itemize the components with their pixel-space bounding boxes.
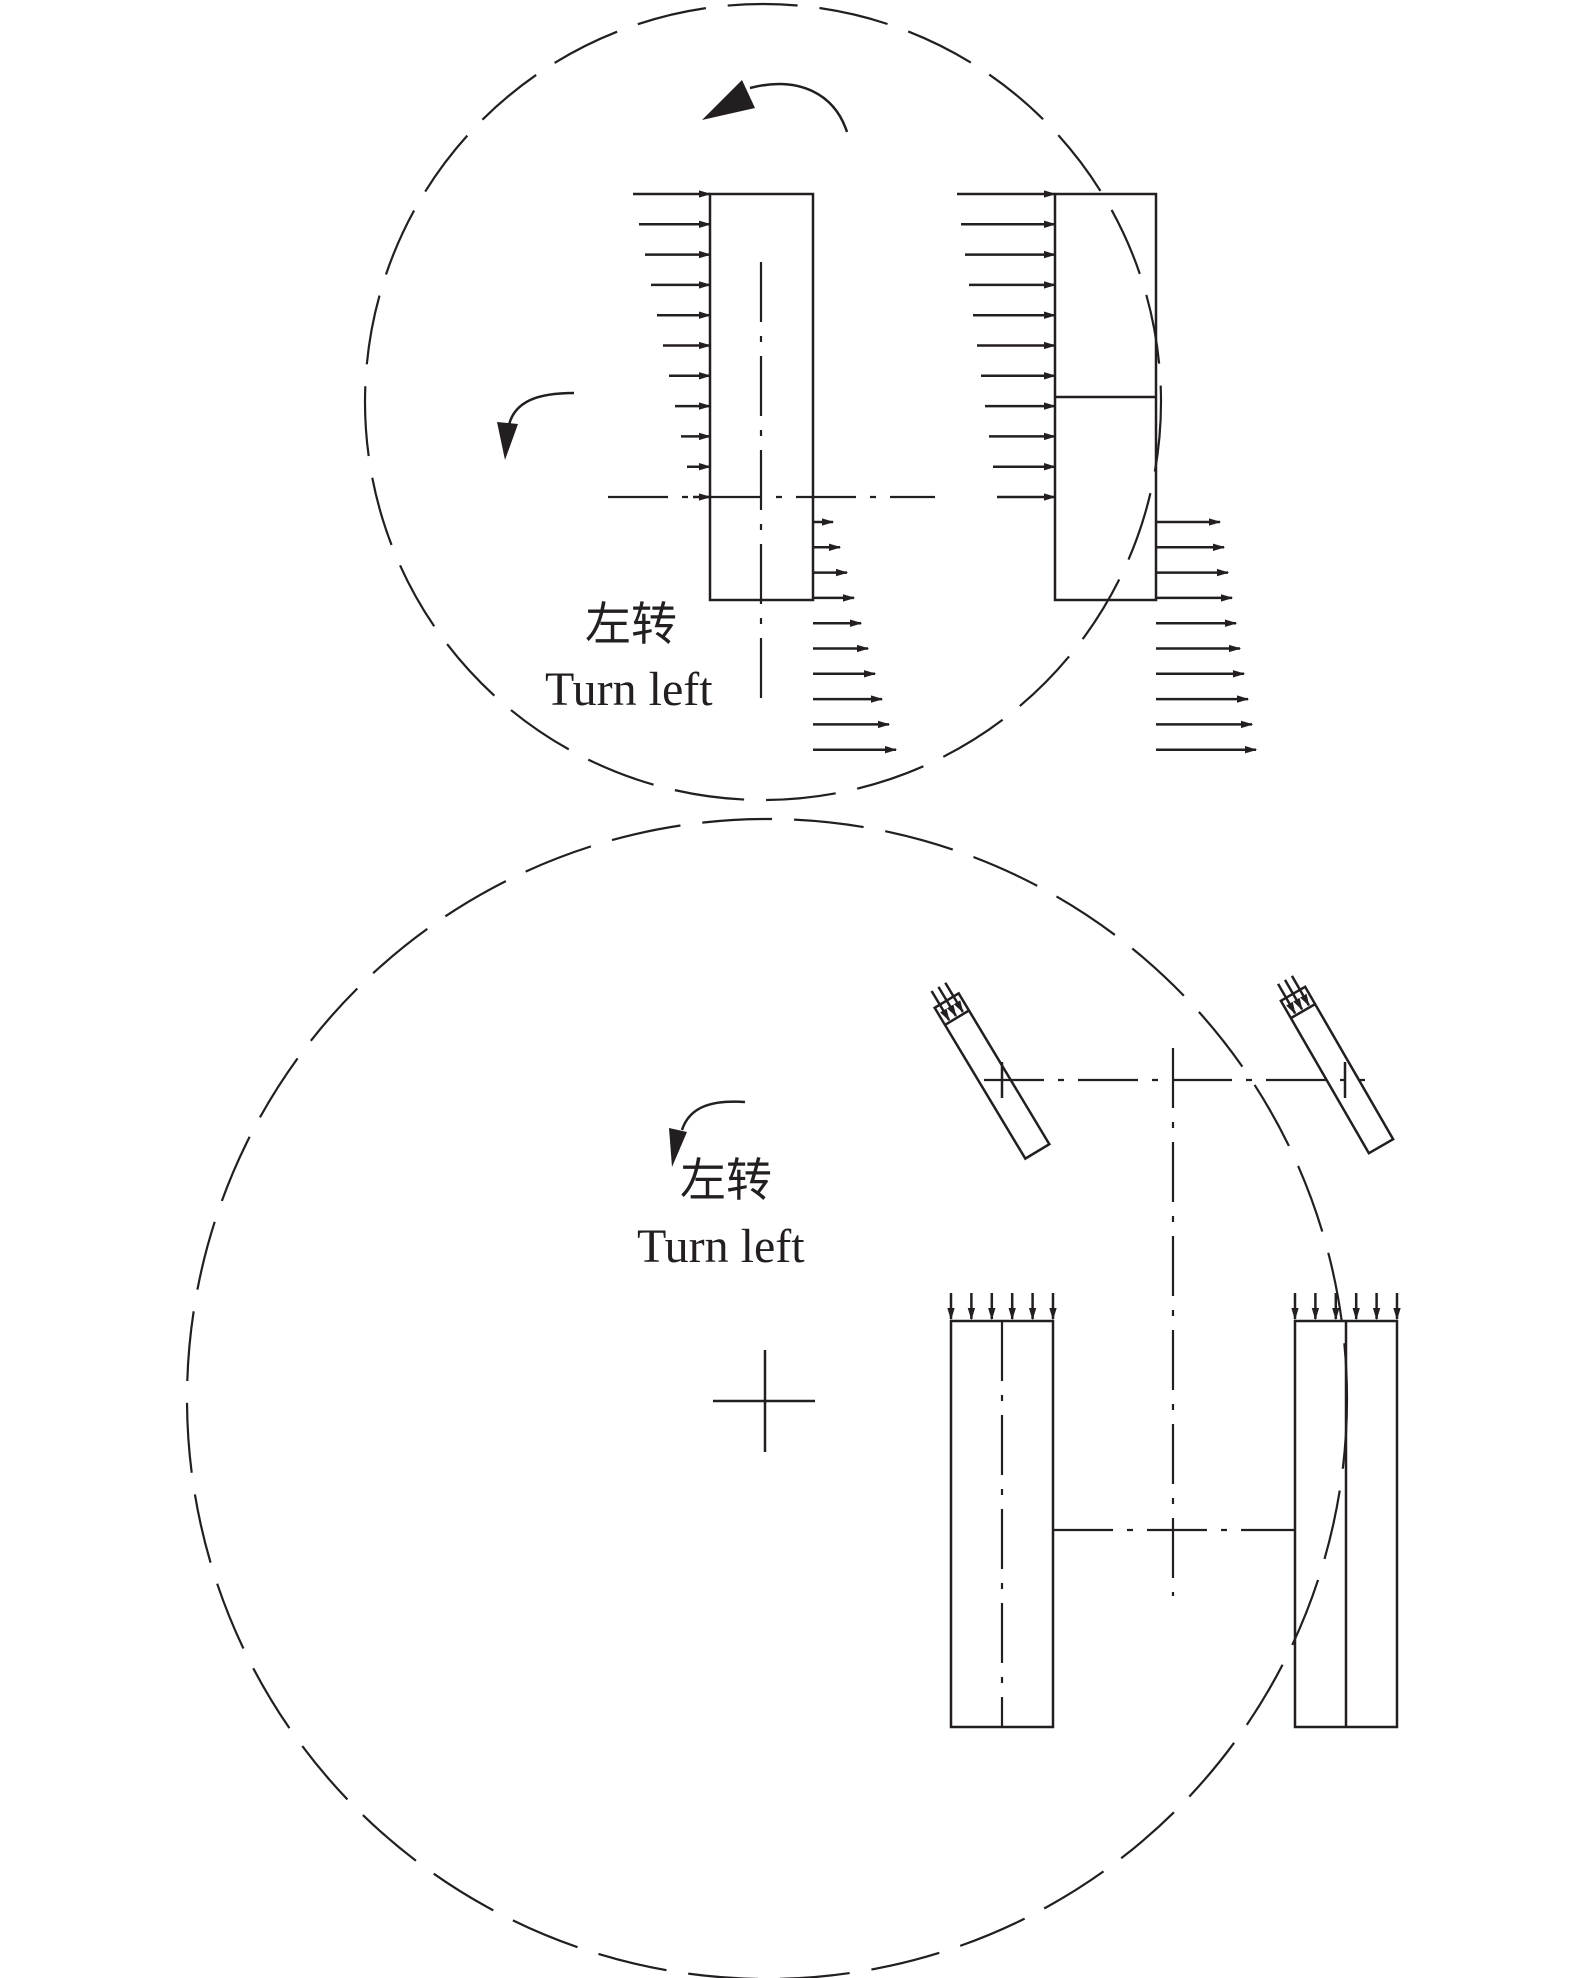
front-left-wheel [930,982,1052,1161]
rotation-arrow-top [749,82,849,133]
force-arrows-left-tire [633,190,898,754]
turning-circle-top [363,2,1163,802]
rear-wheel-force-arrows [947,1293,1401,1321]
turning-circle-bottom [186,818,1348,1978]
label-cn-top: 左转 [585,597,677,651]
rotation-arrow-left [506,391,575,431]
label-cn-bottom: 左转 [680,1153,772,1207]
top-diagram: 左转 Turn left [363,2,1258,802]
bottom-diagram: 左转 Turn left [186,818,1401,1978]
left-tire-contact [708,192,815,602]
force-arrows-right-tire [957,190,1258,754]
arrowhead-icon [702,80,755,120]
rotation-arrow-bottom [680,1100,746,1131]
arrowhead-icon [497,422,518,460]
label-en-top: Turn left [545,663,713,716]
arrowhead-icon [669,1128,687,1167]
front-right-wheel [1276,975,1395,1155]
label-en-bottom: Turn left [637,1220,805,1273]
